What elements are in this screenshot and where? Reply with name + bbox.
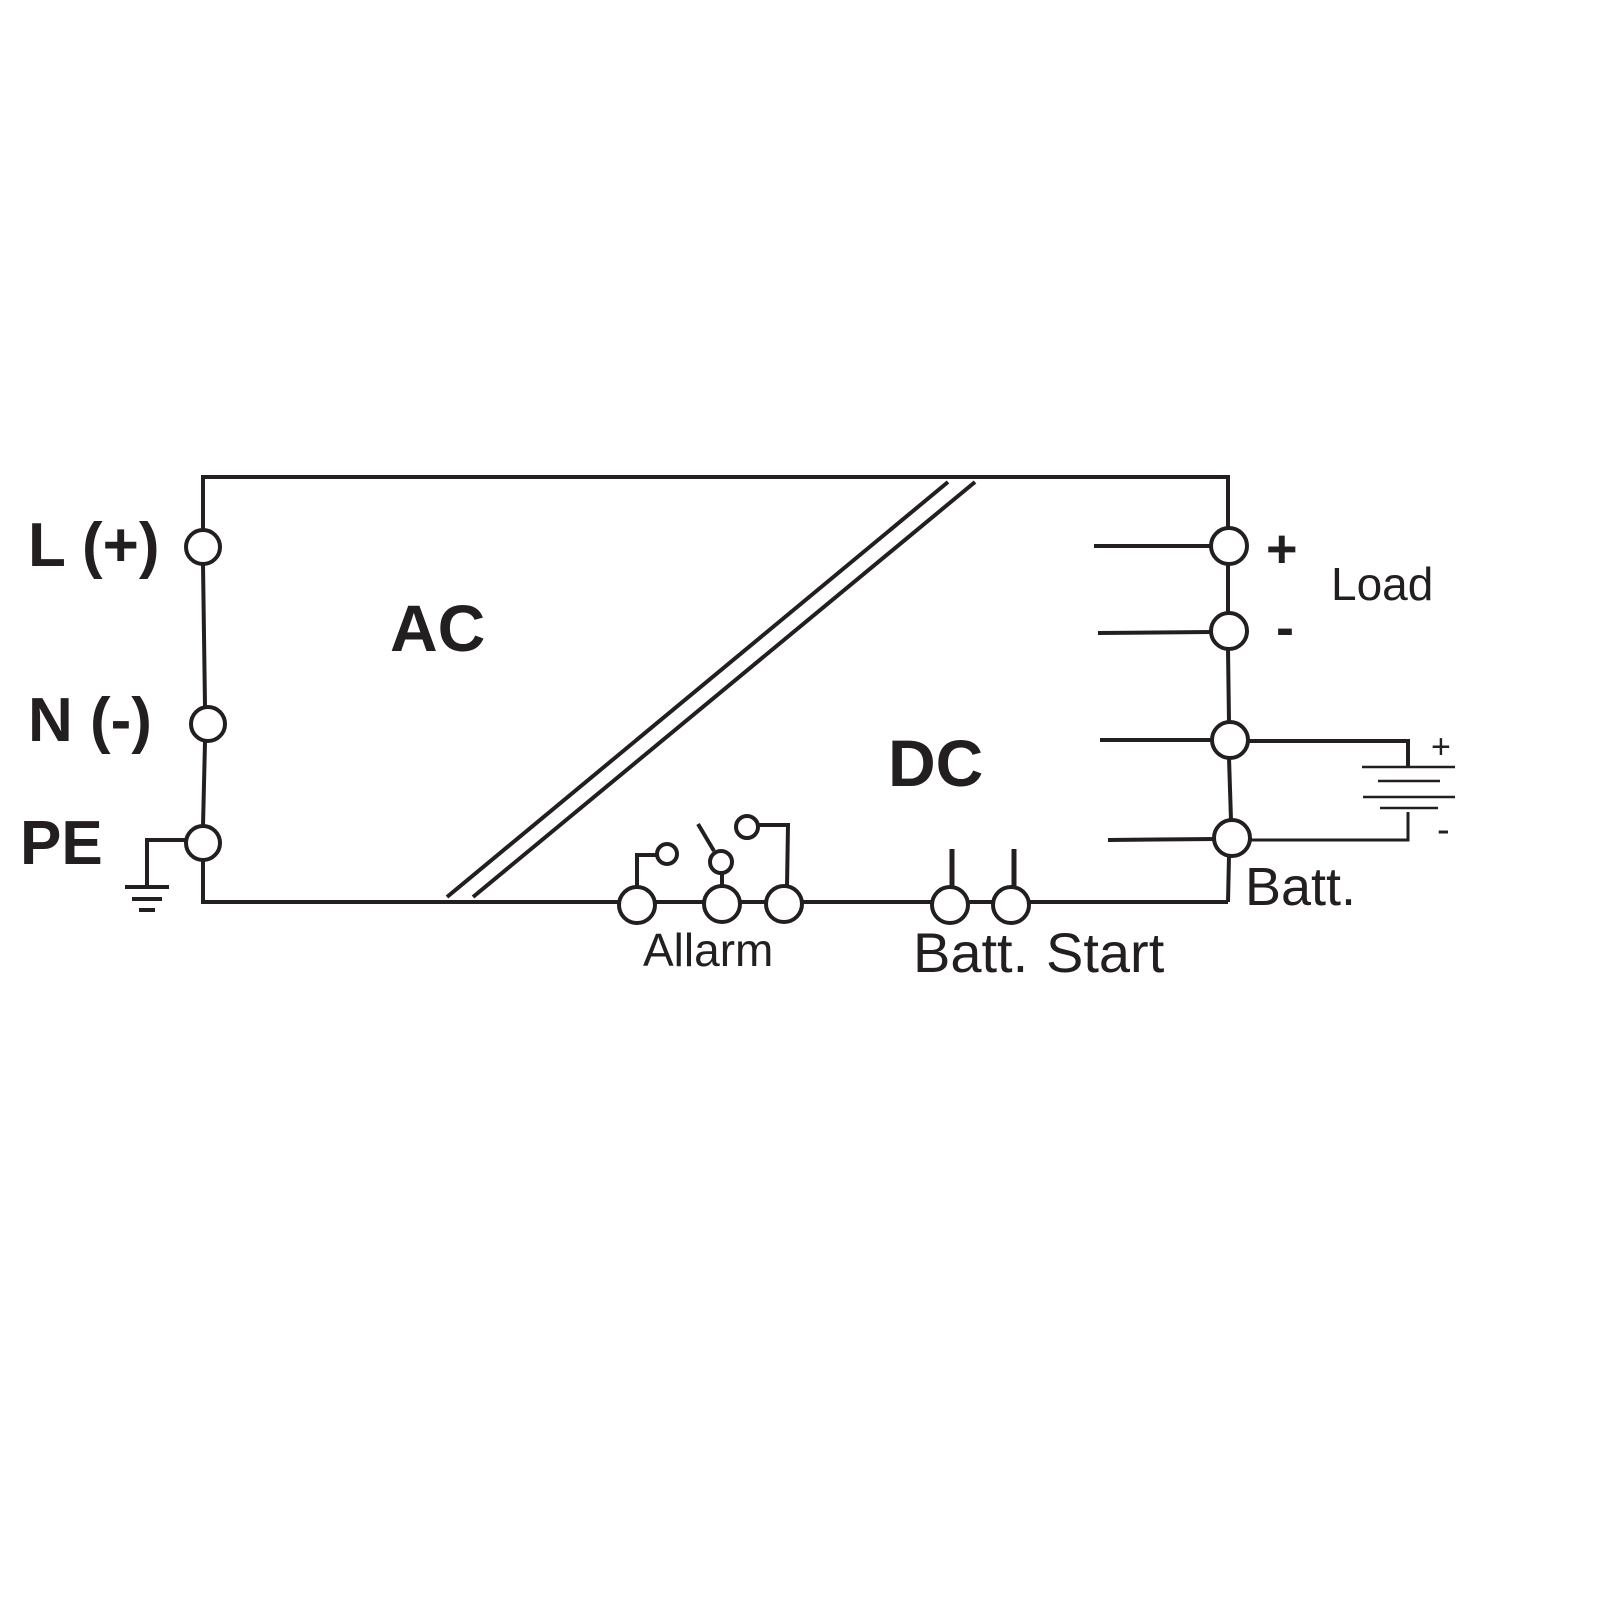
label-n: N (-)	[28, 686, 152, 755]
enclosure-outline	[201, 475, 1230, 530]
terminal-batt-start-2	[991, 885, 1031, 925]
battery-minus-lead	[1107, 837, 1216, 842]
terminal-alarm-1	[617, 885, 657, 925]
enclosure-bottom	[201, 860, 619, 904]
terminal-batt-plus	[1210, 720, 1250, 760]
wire-l-n	[201, 563, 207, 707]
label-load-minus: -	[1276, 598, 1294, 658]
terminal-load-plus	[1209, 526, 1249, 566]
ac-dc-divider	[445, 480, 950, 899]
ground-icon	[125, 838, 186, 912]
alarm-relay-icon	[635, 814, 791, 888]
label-batt-plus: +	[1431, 728, 1451, 766]
terminal-load-minus	[1209, 611, 1249, 651]
label-batt-minus: -	[1437, 809, 1450, 851]
terminal-alarm-2	[702, 884, 742, 924]
label-load: Load	[1331, 558, 1433, 610]
wire-right-2	[1226, 648, 1231, 723]
label-batt: Batt.	[1245, 857, 1356, 917]
wire-n-pe	[201, 741, 207, 827]
wire-right-4	[1226, 855, 1231, 903]
label-pe: PE	[20, 809, 103, 878]
terminal-pe	[184, 824, 222, 862]
terminal-l	[184, 528, 222, 566]
terminal-batt-minus	[1212, 818, 1252, 858]
label-load-plus: +	[1266, 519, 1298, 579]
terminal-n	[189, 705, 227, 743]
wire-right-3	[1227, 757, 1233, 821]
label-ac: AC	[390, 591, 485, 665]
label-dc: DC	[888, 726, 983, 800]
ac-dc-divider-2	[471, 480, 977, 899]
label-batt-start-start: Start	[1046, 921, 1165, 984]
battery-icon	[1249, 739, 1455, 842]
label-alarm: Allarm	[643, 924, 773, 976]
terminal-batt-start-1	[930, 885, 970, 925]
terminal-alarm-3	[764, 884, 804, 924]
output-minus-lead	[1097, 630, 1212, 635]
label-l: L (+)	[28, 511, 159, 580]
label-batt-start-batt: Batt.	[913, 921, 1028, 984]
